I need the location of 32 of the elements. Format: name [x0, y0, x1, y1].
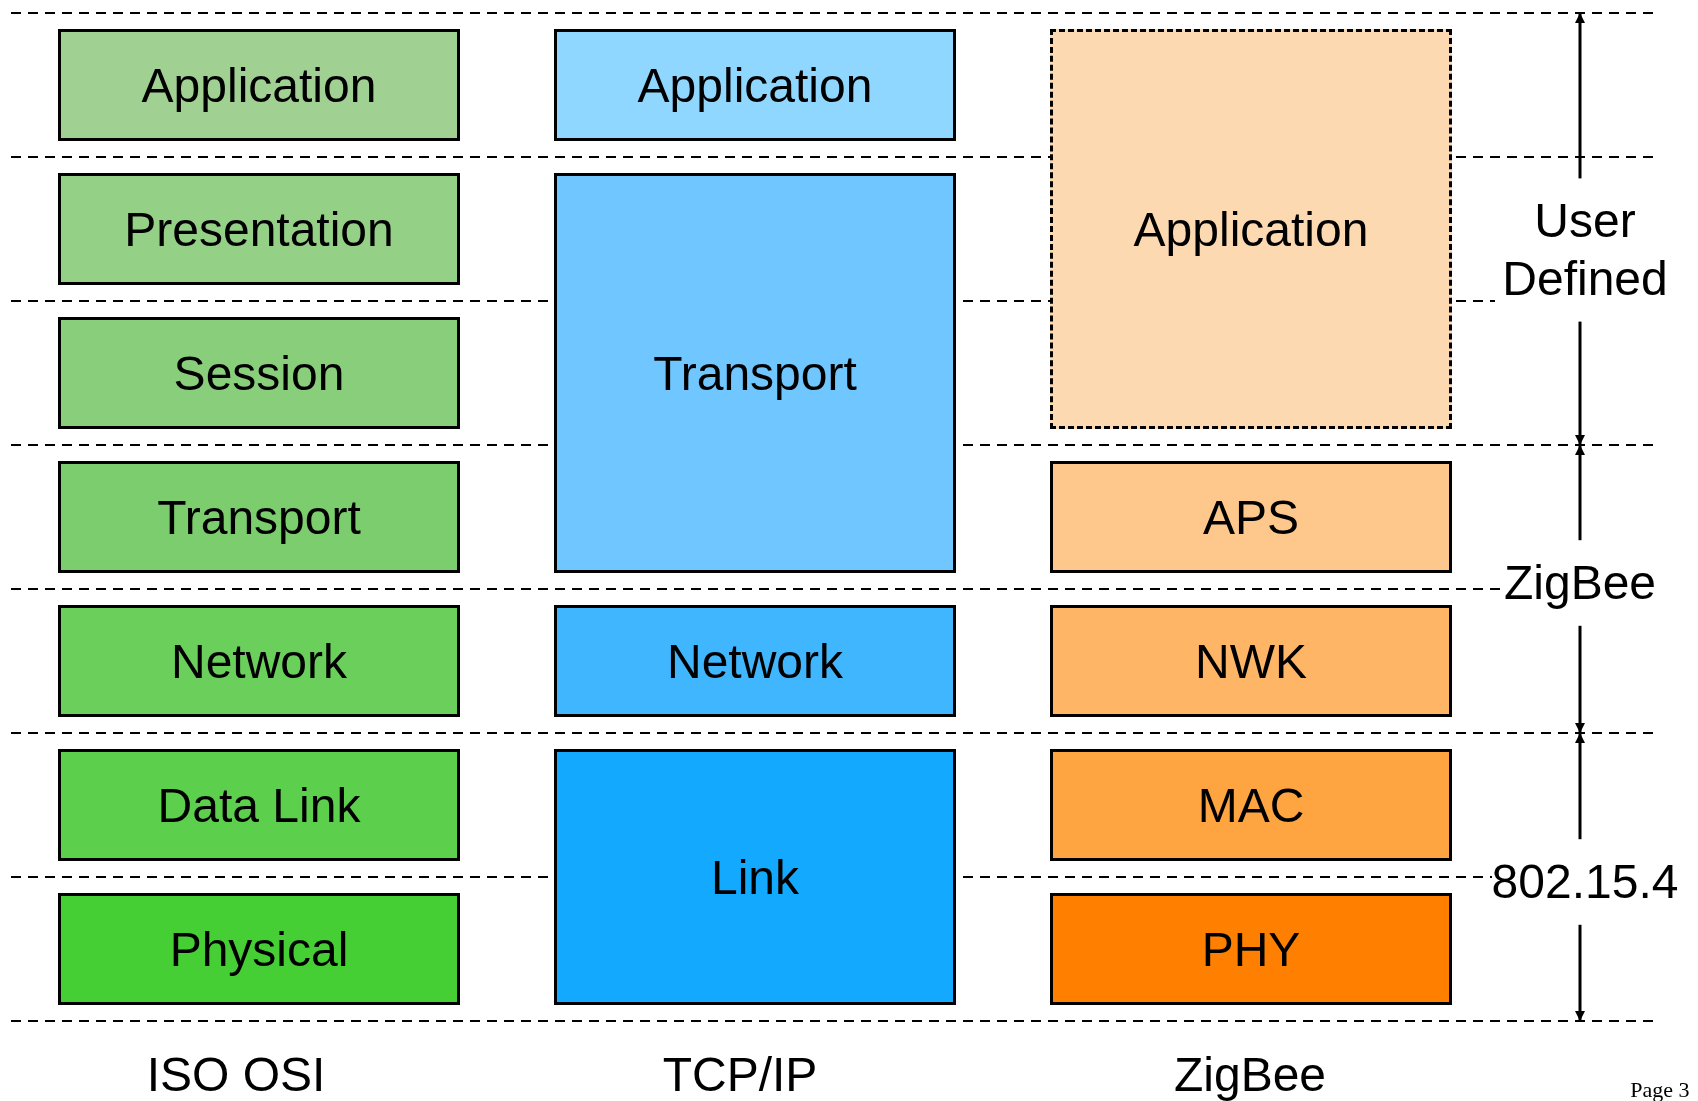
layer-box	[554, 605, 956, 717]
layer-name: Application	[637, 57, 873, 113]
layer-name: Transport	[157, 489, 361, 545]
layer-name: Network	[170, 633, 347, 689]
layer-box	[554, 749, 956, 1005]
layer-box	[1050, 893, 1452, 1005]
layer-name: Session	[173, 345, 345, 401]
layer-box	[58, 461, 460, 573]
layer-name: Physical	[169, 921, 349, 977]
layer-box	[58, 749, 460, 861]
layer-box	[1050, 749, 1452, 861]
layer-box	[58, 173, 460, 285]
layer-name: PHY	[1201, 921, 1301, 977]
layer-name: Network	[666, 633, 843, 689]
layer-name: NWK	[1195, 633, 1307, 689]
layer-name: Presentation	[124, 201, 394, 257]
layer-name: Transport	[653, 345, 857, 401]
layer-box	[554, 29, 956, 141]
layer-box	[58, 893, 460, 1005]
layer-box	[1050, 461, 1452, 573]
layer-box	[58, 605, 460, 717]
layer-box	[58, 29, 460, 141]
layer-name: APS	[1202, 489, 1299, 545]
layer-name: MAC	[1197, 777, 1305, 833]
layer-box	[58, 317, 460, 429]
layer-box	[1050, 605, 1452, 717]
layer-name: Link	[710, 849, 800, 905]
layer-box	[554, 173, 956, 573]
layer-name: Application	[141, 57, 377, 113]
layer-name: Data Link	[157, 777, 361, 833]
layer-box	[1050, 29, 1452, 429]
layer-name: Application	[1133, 201, 1369, 257]
